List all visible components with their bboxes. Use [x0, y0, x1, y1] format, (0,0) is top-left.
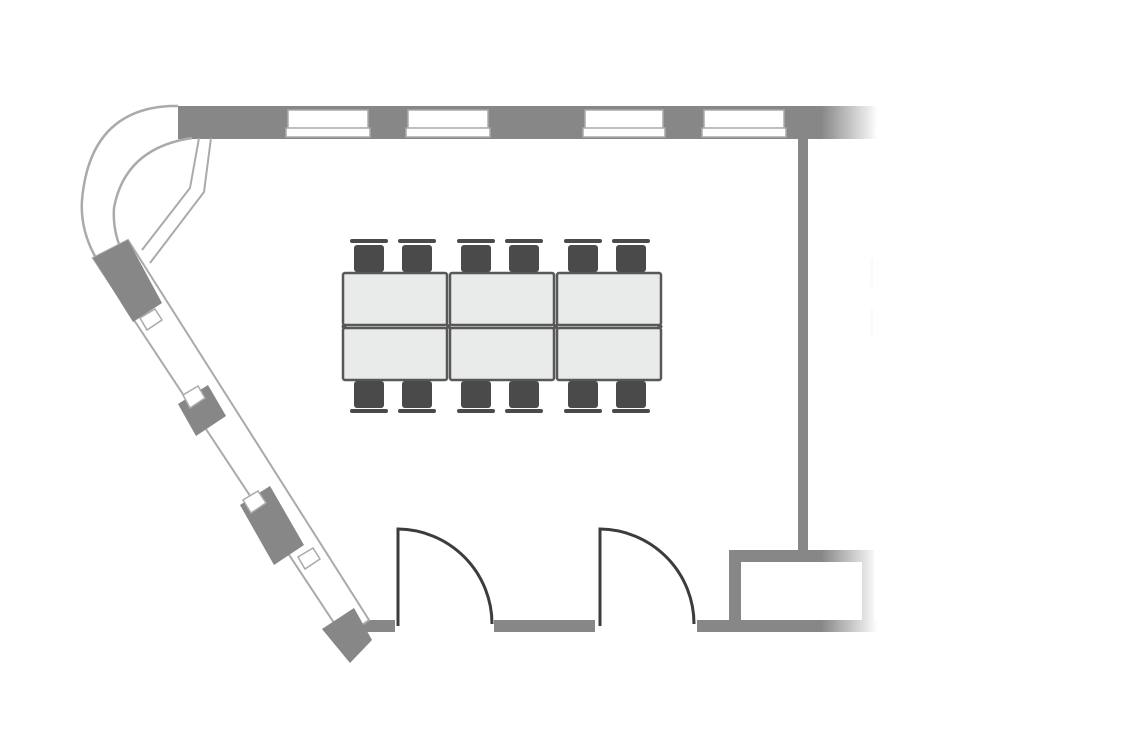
table-section	[341, 326, 449, 382]
door-right	[916, 527, 1014, 626]
door-middle	[598, 527, 696, 626]
chair-icon	[964, 406, 992, 433]
chair-icon	[402, 381, 432, 408]
chair-icon	[913, 406, 941, 433]
chair-back	[612, 409, 650, 413]
window-pane	[584, 109, 664, 131]
adjacent-room-furniture	[870, 247, 1040, 439]
chair-icon	[461, 381, 491, 408]
chair-icon	[1007, 309, 1034, 337]
chair-icon	[509, 381, 539, 408]
chair-icon	[354, 381, 384, 408]
table-joint	[446, 324, 451, 329]
window-pane	[999, 109, 1081, 131]
table-section	[448, 326, 556, 382]
chair-back	[612, 239, 650, 243]
chair-icon	[876, 309, 903, 337]
top-wall	[178, 106, 1081, 139]
chair-back	[398, 239, 436, 243]
chair-icon	[568, 381, 598, 408]
table-section	[555, 271, 663, 327]
conference-table-group	[341, 239, 663, 413]
table-section	[341, 271, 449, 327]
chair-back	[398, 409, 436, 413]
window-pane	[287, 109, 369, 131]
chair-icon	[402, 245, 432, 272]
table-joint	[553, 324, 558, 329]
chair-icon	[461, 245, 491, 272]
chair-back	[350, 239, 388, 243]
main-room	[178, 106, 1081, 632]
chair-back	[350, 409, 388, 413]
chair-icon	[616, 245, 646, 272]
chair-icon	[1007, 259, 1034, 287]
chair-back	[457, 239, 495, 243]
chair-icon	[568, 245, 598, 272]
chair-icon	[616, 381, 646, 408]
window-pane	[703, 109, 785, 131]
chair-back	[505, 239, 543, 243]
chair-back	[457, 409, 495, 413]
diagonal-wall	[91, 238, 372, 663]
chair-back	[505, 409, 543, 413]
door-left	[396, 527, 494, 626]
chair-icon	[876, 259, 903, 287]
window-pane	[875, 109, 957, 131]
partition-wall	[729, 138, 874, 632]
chair-back	[564, 409, 602, 413]
table-joint	[657, 324, 663, 329]
table-section	[448, 271, 556, 327]
chair-icon	[509, 245, 539, 272]
table-section	[555, 326, 663, 382]
window-pane	[407, 109, 489, 131]
table-joint	[341, 324, 347, 329]
chair-back	[564, 239, 602, 243]
door-swings	[396, 527, 1014, 626]
chair-icon	[354, 245, 384, 272]
